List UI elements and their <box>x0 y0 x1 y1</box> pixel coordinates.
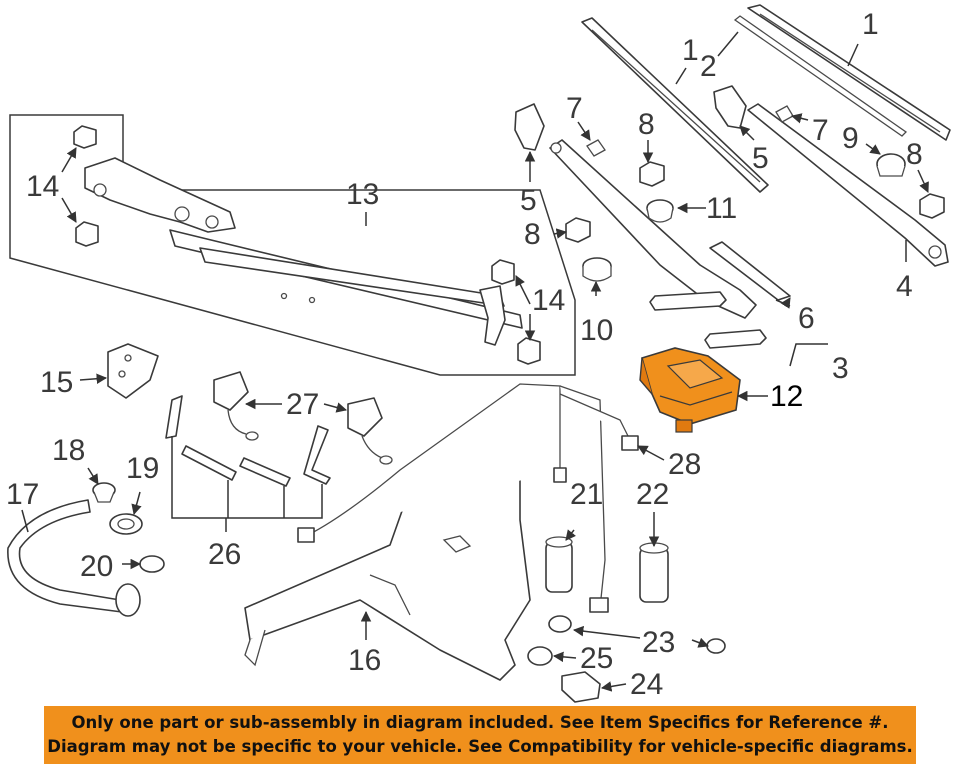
callout-numbers: 1 1 2 3 4 5 5 6 7 7 8 8 8 9 10 11 12 13 … <box>6 8 923 701</box>
grommet-14-a <box>73 125 97 149</box>
washer-pump-22 <box>639 542 669 603</box>
callout-5: 5 <box>520 184 537 217</box>
wiper-blade-right <box>747 4 951 141</box>
callout-5: 5 <box>752 142 769 175</box>
cap-18 <box>92 482 116 503</box>
callout-10: 10 <box>580 314 613 347</box>
leader-lines <box>21 31 929 692</box>
nozzle-27-left <box>213 371 259 441</box>
callout-7: 7 <box>812 114 829 147</box>
grommet-11 <box>646 199 674 223</box>
wiper-blade-left <box>581 17 769 193</box>
level-sensor-24 <box>561 671 601 703</box>
disclaimer-banner: Only one part or sub-assembly in diagram… <box>44 706 916 764</box>
callout-3: 3 <box>832 352 849 385</box>
disclaimer-line-1: Only one part or sub-assembly in diagram… <box>71 713 889 732</box>
grommet-23-a <box>548 615 572 633</box>
callout-19: 19 <box>126 452 159 485</box>
wiper-arm-right <box>747 103 949 267</box>
wiper-linkage-13 <box>84 157 523 346</box>
callout-8: 8 <box>638 108 655 141</box>
callout-21: 21 <box>570 478 603 511</box>
wiper-motor <box>639 347 741 433</box>
callout-12: 12 <box>770 380 803 413</box>
callout-2: 2 <box>700 50 717 83</box>
bracket-line-26 <box>171 436 323 519</box>
callout-4: 4 <box>896 270 913 303</box>
filler-hose-17 <box>7 499 141 617</box>
callout-23: 23 <box>642 626 675 659</box>
callout-7: 7 <box>566 92 583 125</box>
callout-26: 26 <box>208 538 241 571</box>
wiper-arm-cap-right <box>713 85 747 129</box>
disclaimer-line-2: Diagram may not be specific to your vehi… <box>47 737 913 756</box>
callout-14: 14 <box>26 170 59 203</box>
cap-9 <box>876 153 906 177</box>
callout-17: 17 <box>6 478 39 511</box>
callout-1: 1 <box>862 8 879 41</box>
callout-24: 24 <box>630 668 663 701</box>
callout-16: 16 <box>348 644 381 677</box>
wiring-harness-28 <box>297 383 639 613</box>
bracket-15 <box>107 343 159 399</box>
callout-27: 27 <box>286 388 319 421</box>
callout-9: 9 <box>842 122 859 155</box>
grommet-14-b <box>75 221 99 247</box>
seal-19 <box>109 513 143 535</box>
callout-28: 28 <box>668 448 701 481</box>
callout-1: 1 <box>682 34 699 67</box>
linkage-box <box>9 114 576 376</box>
grommet-14-d <box>517 337 541 365</box>
clamp-20 <box>139 555 165 573</box>
callout-6: 6 <box>798 302 815 335</box>
hose-26-set <box>165 395 331 487</box>
callout-14: 14 <box>532 284 565 317</box>
callout-18: 18 <box>52 434 85 467</box>
wiper-arm-cap-left <box>514 103 545 151</box>
wiper-arm-left <box>549 139 757 319</box>
callout-8: 8 <box>524 218 541 251</box>
callout-15: 15 <box>40 366 73 399</box>
callout-25: 25 <box>580 642 613 675</box>
nut-8-right <box>919 193 945 219</box>
bushing-10 <box>582 257 612 282</box>
washer-pump-21 <box>545 536 573 593</box>
callout-22: 22 <box>636 478 669 511</box>
grommet-14-c <box>491 259 515 285</box>
callout-20: 20 <box>80 550 113 583</box>
callout-13: 13 <box>346 178 379 211</box>
callout-8: 8 <box>906 138 923 171</box>
clip-left <box>586 139 606 157</box>
grommet-25 <box>527 646 553 666</box>
seal-strip-6 <box>709 241 791 301</box>
wiper-rubber-insert <box>733 15 908 137</box>
nozzle-27-right <box>347 397 393 465</box>
callout-11: 11 <box>706 192 737 225</box>
linkage-crank-3 <box>649 291 767 349</box>
grommet-23-b <box>706 638 726 654</box>
nut-8-mid <box>565 217 591 243</box>
nut-8-top <box>639 161 665 187</box>
